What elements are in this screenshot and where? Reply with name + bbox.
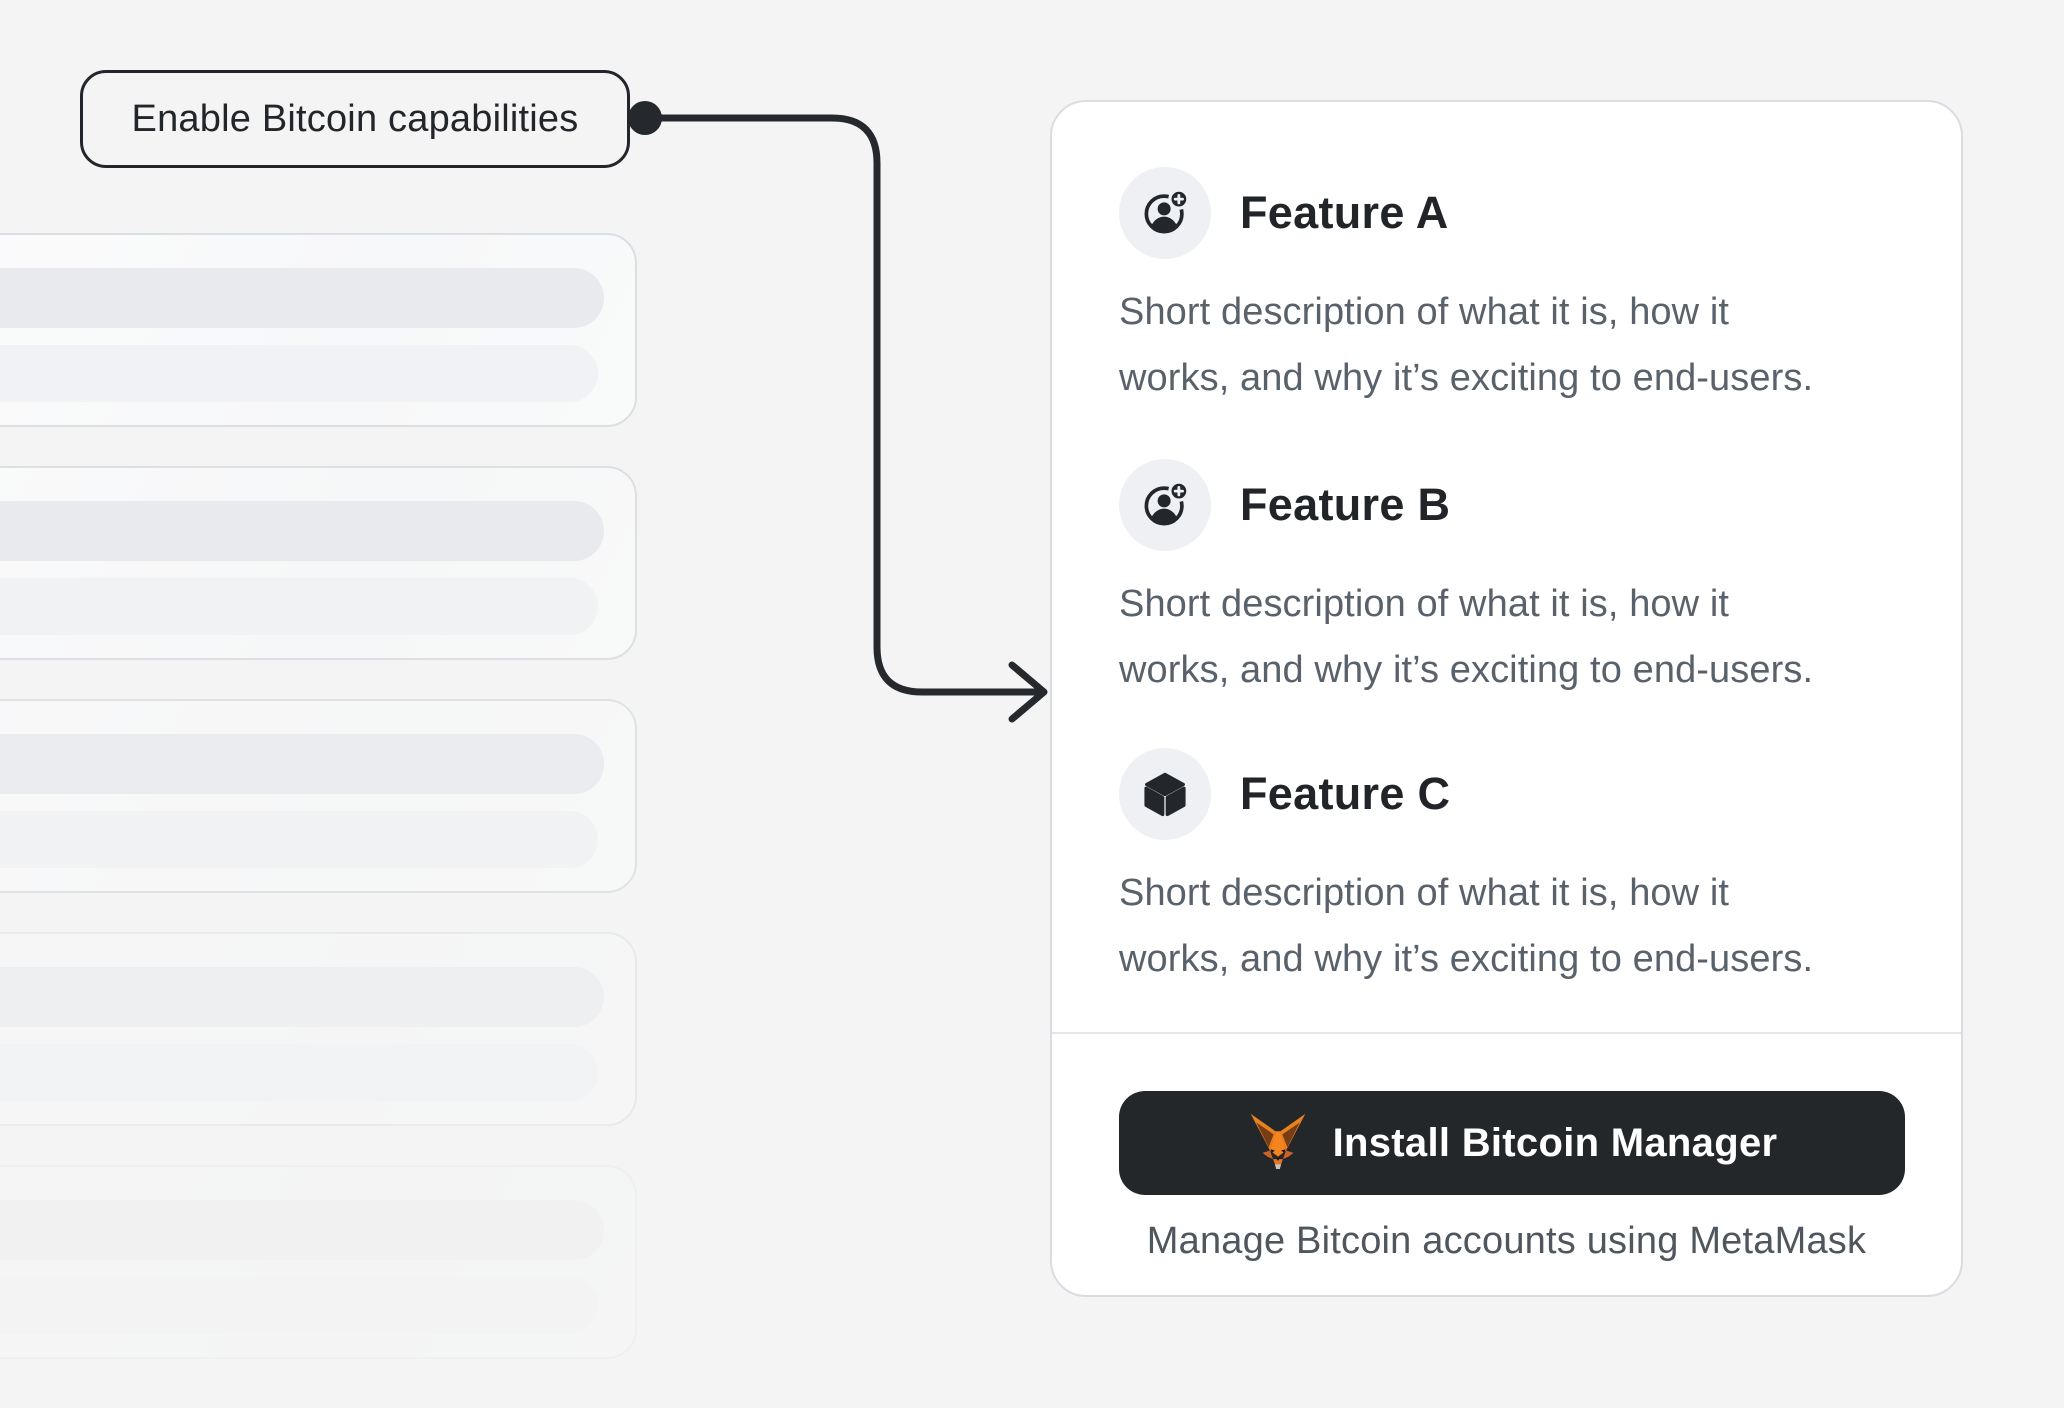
cube-icon xyxy=(1119,748,1211,840)
feature-title: Feature B xyxy=(1240,479,1451,530)
skeleton-bar xyxy=(0,1277,598,1334)
user-add-icon xyxy=(1119,167,1211,259)
skeleton-bar xyxy=(0,967,604,1027)
connector-dot xyxy=(628,101,662,135)
skeleton-card xyxy=(0,1165,637,1359)
skeleton-bar xyxy=(0,268,604,328)
skeleton-bar xyxy=(0,1044,598,1101)
divider xyxy=(1052,1032,1961,1034)
install-bitcoin-manager-button[interactable]: Install Bitcoin Manager xyxy=(1119,1091,1905,1195)
skeleton-bar xyxy=(0,734,604,794)
feature-panel: Feature A Short description of what it i… xyxy=(1050,100,1963,1297)
skeleton-bar xyxy=(0,578,598,635)
skeleton-bar xyxy=(0,345,598,402)
callout-text: Enable Bitcoin capabilities xyxy=(131,97,579,140)
feature-item-a: Feature A Short description of what it i… xyxy=(1119,167,1921,417)
skeleton-card xyxy=(0,932,637,1126)
feature-item-b: Feature B Short description of what it i… xyxy=(1119,459,1921,709)
skeleton-bar xyxy=(0,1200,604,1260)
install-button-label: Install Bitcoin Manager xyxy=(1332,1120,1778,1165)
skeleton-card xyxy=(0,699,637,893)
skeleton-bar xyxy=(0,811,598,868)
feature-title: Feature C xyxy=(1240,768,1451,819)
skeleton-card xyxy=(0,466,637,660)
arrowhead-icon xyxy=(1008,661,1048,723)
install-caption: Manage Bitcoin accounts using MetaMask xyxy=(1146,1220,1867,1262)
metamask-fox-icon xyxy=(1247,1112,1309,1174)
user-add-icon xyxy=(1119,459,1211,551)
skeleton-card xyxy=(0,233,637,427)
feature-item-c: Feature C Short description of what it i… xyxy=(1119,748,1921,998)
callout-label: Enable Bitcoin capabilities xyxy=(80,70,630,168)
skeleton-bar xyxy=(0,501,604,561)
feature-title: Feature A xyxy=(1240,187,1449,238)
